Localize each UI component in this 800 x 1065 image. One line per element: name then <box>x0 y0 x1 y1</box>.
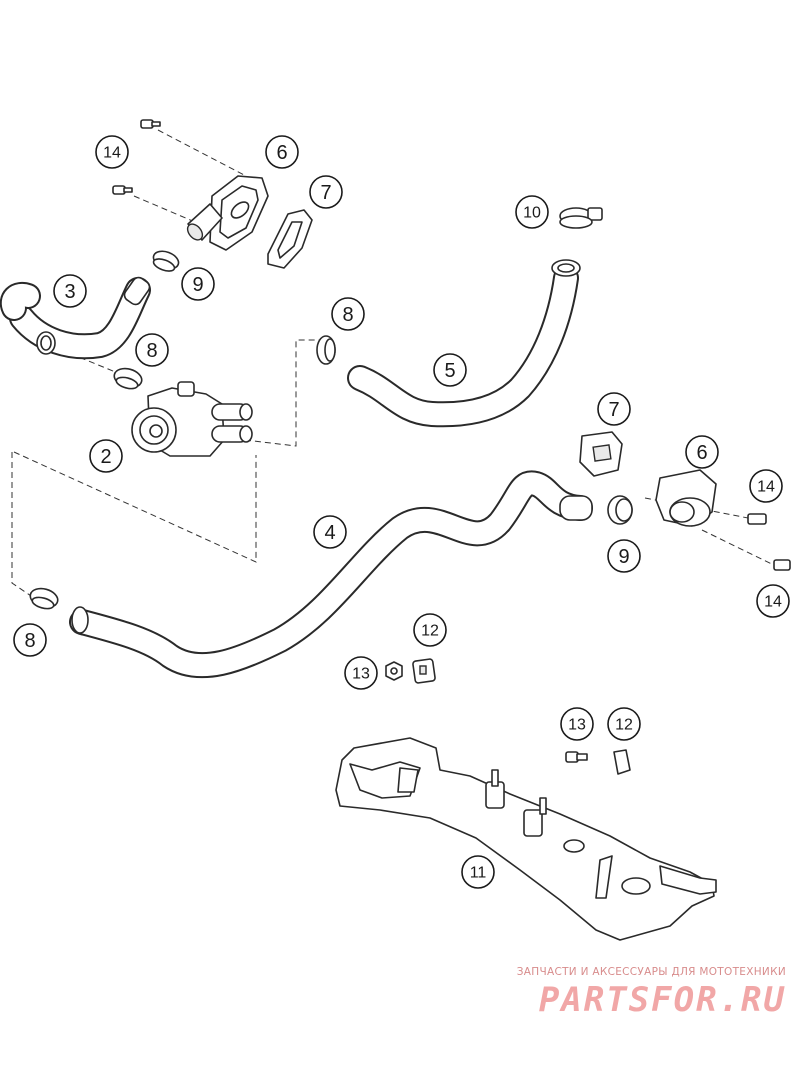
callout-14-top: 14 <box>95 135 129 169</box>
callout-9-right-label: 9 <box>618 546 629 568</box>
callout-8-lower: 8 <box>13 623 47 657</box>
callout-14-right: 14 <box>749 469 783 503</box>
callout-10-label: 10 <box>523 205 541 222</box>
callout-12-middle: 12 <box>413 613 447 647</box>
callout-4-label: 4 <box>324 522 335 544</box>
callout-14-bottom-right-label: 14 <box>764 594 782 611</box>
callout-4: 4 <box>313 515 347 549</box>
callout-9-top: 9 <box>181 267 215 301</box>
radiator-cover-bracket <box>335 737 717 941</box>
callout-7-top: 7 <box>309 175 343 209</box>
callout-10: 10 <box>515 195 549 229</box>
thermostat-cover-right <box>655 469 717 527</box>
coolant-hose-5 <box>347 259 581 428</box>
screw-lower <box>565 751 588 763</box>
callout-9-right: 9 <box>607 539 641 573</box>
callout-13-lower: 13 <box>560 707 594 741</box>
clip-lower <box>613 749 631 775</box>
thermostat-housing <box>131 381 253 457</box>
hose-clamp-9-right <box>607 495 633 525</box>
callout-6-right: 6 <box>685 435 719 469</box>
callout-8-left: 8 <box>135 333 169 367</box>
callout-13-lower-label: 13 <box>568 717 586 734</box>
callout-14-right-label: 14 <box>757 479 775 496</box>
gasket-upper <box>267 209 313 269</box>
bolt-upper-left <box>140 119 161 129</box>
watermark-tagline: ЗАПЧАСТИ И АКСЕССУАРЫ ДЛЯ МОТОТЕХНИКИ <box>516 966 786 978</box>
callout-12-lower: 12 <box>607 707 641 741</box>
thermostat-cover-upper <box>186 175 269 251</box>
callout-3: 3 <box>53 274 87 308</box>
callout-2-label: 2 <box>100 446 111 468</box>
callout-8-left-label: 8 <box>146 340 157 362</box>
bolt-right-lower <box>773 559 791 571</box>
callout-2: 2 <box>89 439 123 473</box>
callout-6-right-label: 6 <box>696 442 707 464</box>
callout-7-right: 7 <box>597 392 631 426</box>
bolt-lower-left <box>112 185 133 195</box>
callout-3-label: 3 <box>64 281 75 303</box>
gasket-right <box>579 431 623 477</box>
callout-8-middle: 8 <box>331 297 365 331</box>
callout-12-middle-label: 12 <box>421 623 439 640</box>
coolant-hose-4 <box>69 470 593 679</box>
callout-13-middle: 13 <box>344 656 378 690</box>
hose-clamp-upper <box>152 250 180 272</box>
nut-middle <box>385 661 403 681</box>
callout-8-lower-label: 8 <box>24 630 35 652</box>
callout-9-top-label: 9 <box>192 274 203 296</box>
callout-13-middle-label: 13 <box>352 666 370 683</box>
callout-11: 11 <box>461 855 495 889</box>
clip-middle <box>412 658 436 684</box>
hose-clamp-8-middle <box>316 335 336 365</box>
hose-clamp-8-lower <box>29 587 59 610</box>
watermark-logo: PARTSFOR.RU <box>538 980 786 1020</box>
callout-7-top-label: 7 <box>320 182 331 204</box>
hose-clamp-10 <box>559 207 603 229</box>
callout-14-bottom-right: 14 <box>756 584 790 618</box>
bolt-right-upper <box>747 513 767 525</box>
callout-6-top-label: 6 <box>276 142 287 164</box>
callout-12-lower-label: 12 <box>615 717 633 734</box>
watermark: ЗАПЧАСТИ И АКСЕССУАРЫ ДЛЯ МОТОТЕХНИКИ PA… <box>486 966 786 1020</box>
callout-6-top: 6 <box>265 135 299 169</box>
callout-5-label: 5 <box>444 360 455 382</box>
callout-5: 5 <box>433 353 467 387</box>
callout-11-label: 11 <box>470 865 487 882</box>
hose-clamp-8-left <box>113 367 143 390</box>
coolant-hose-3 <box>0 276 151 360</box>
callout-14-top-label: 14 <box>103 145 121 162</box>
callout-8-middle-label: 8 <box>342 304 353 326</box>
callout-7-right-label: 7 <box>608 399 619 421</box>
